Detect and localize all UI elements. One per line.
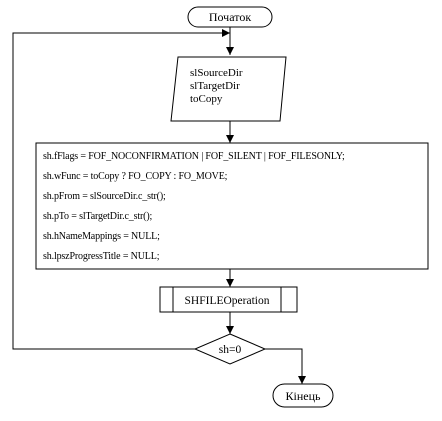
end-terminal: Кінець <box>272 383 334 408</box>
connector-start-to-input <box>226 27 234 55</box>
process-line-2: sh.wFunc = toCopy ? FO_COPY : FO_MOVE; <box>43 171 228 182</box>
process-line-3: sh.pFrom = slSourceDir.c_str(); <box>43 191 166 202</box>
decision-label: sh=0 <box>219 344 242 356</box>
end-label: Кінець <box>286 389 322 403</box>
input-block: slSourceDir slTargetDir toCopy <box>170 56 287 122</box>
connector-input-to-process <box>226 121 234 143</box>
start-terminal: Початок <box>187 6 273 28</box>
connector-call-to-decision <box>226 312 234 334</box>
loop-back-connector <box>12 29 230 350</box>
process-line-1: sh.fFlags = FOF_NOCONFIRMATION | FOF_SIL… <box>43 151 345 162</box>
input-line-1: slSourceDir <box>190 67 243 79</box>
process-block: sh.fFlags = FOF_NOCONFIRMATION | FOF_SIL… <box>35 142 429 270</box>
start-label: Початок <box>209 10 251 24</box>
process-line-6: sh.lpszProgressTitle = NULL; <box>43 251 160 262</box>
process-line-5: sh.hNameMappings = NULL; <box>43 231 160 242</box>
process-line-4: sh.pTo = slTargetDir.c_str(); <box>43 211 153 222</box>
function-call-label: SHFILEOperation <box>185 295 270 307</box>
function-call-block: SHFILEOperation <box>159 286 298 313</box>
input-line-3: toCopy <box>190 93 223 105</box>
connector-process-to-call <box>226 269 234 287</box>
connector-decision-to-end <box>265 348 306 384</box>
input-line-2: slTargetDir <box>190 80 240 92</box>
decision-block: sh=0 <box>193 333 267 365</box>
